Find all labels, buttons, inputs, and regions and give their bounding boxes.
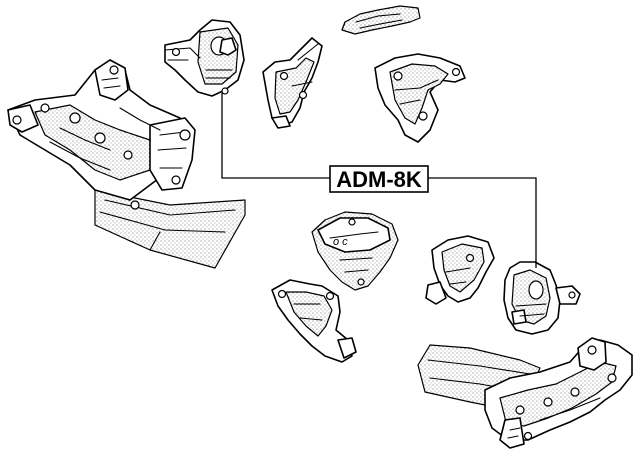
front-subframe-right: [417, 337, 633, 449]
part-label: ADM-8K: [329, 165, 429, 193]
bracket-center-right: [425, 235, 495, 305]
leader-line-to-top-mount: [221, 93, 332, 179]
part-label-text: ADM-8K: [336, 167, 422, 192]
part-label-box: [329, 165, 429, 193]
mount-plate-center: o c: [311, 211, 399, 291]
leader-line-to-bottom-mount: [428, 177, 537, 268]
bracket-top-right: [374, 53, 466, 143]
bracket-top-center: [262, 37, 323, 129]
leader-lines: [221, 93, 537, 268]
front-subframe-left: [7, 59, 246, 269]
engine-mount-top-left: [164, 19, 245, 97]
engine-mount-bottom-right: [503, 261, 581, 335]
bracket-lower-left: [271, 279, 357, 363]
heat-shield-top: [341, 5, 421, 35]
plate-marking: o c: [333, 236, 348, 248]
